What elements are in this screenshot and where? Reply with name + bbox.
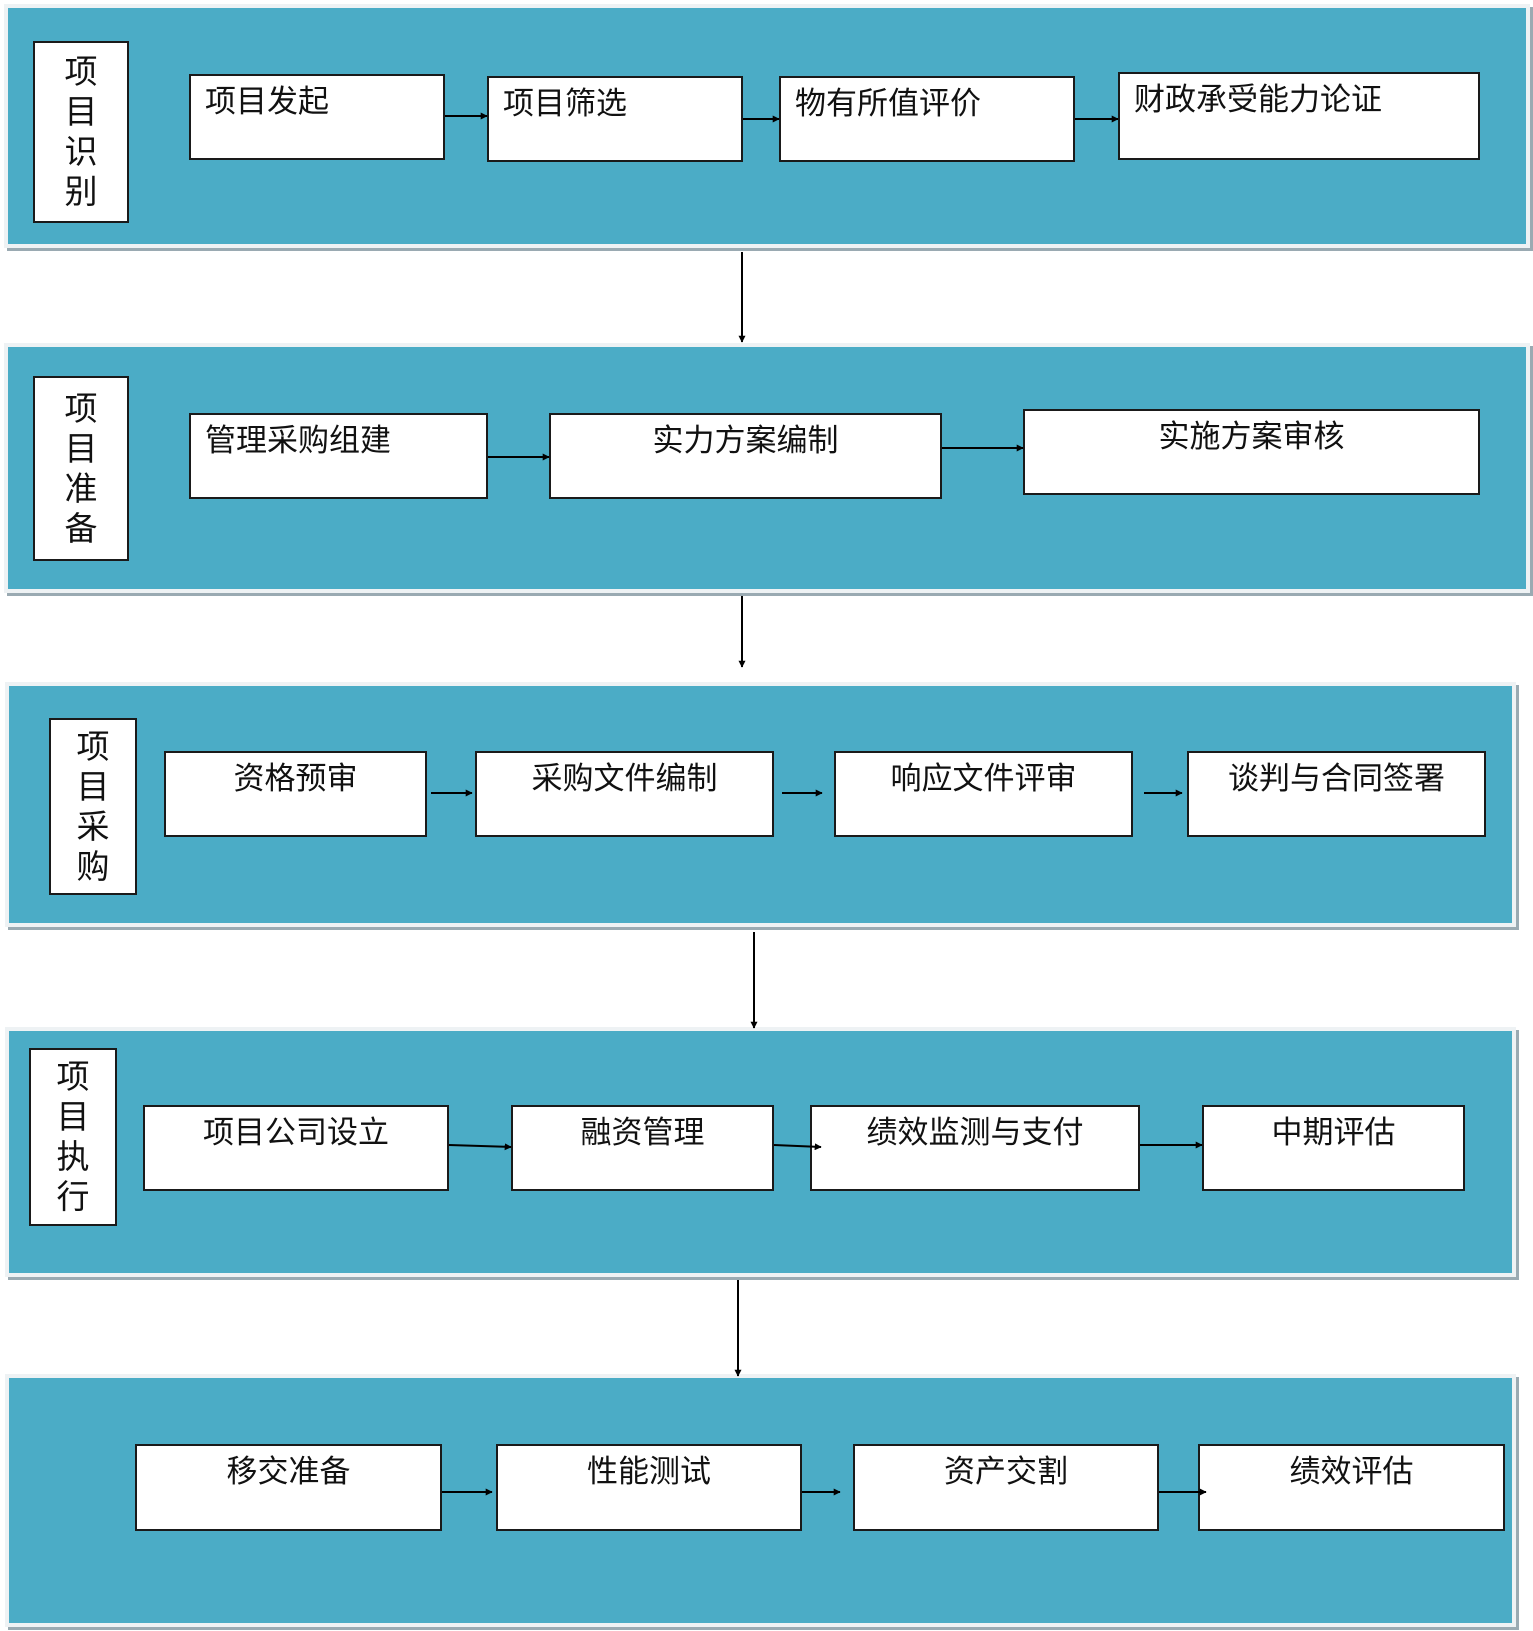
stage-label-char: 项 (76, 726, 110, 766)
step-financing-management: 融资管理 (511, 1105, 774, 1191)
stage-label-char: 购 (76, 846, 110, 886)
stage-label-char: 行 (56, 1177, 90, 1216)
step-response-review: 响应文件评审 (834, 751, 1133, 837)
stage-label-char: 备 (64, 508, 98, 548)
stage-label-preparation: 项目准备 (33, 376, 129, 561)
stage-label-char: 项 (64, 52, 98, 91)
step-transfer-preparation: 移交准备 (135, 1444, 442, 1531)
stage-label-char: 项 (56, 1057, 90, 1096)
step-project-initiation: 项目发起 (189, 74, 445, 160)
stage-label-identification: 项目识别 (33, 41, 129, 223)
step-performance-monitoring-payment: 绩效监测与支付 (810, 1105, 1140, 1191)
stage-label-char: 目 (64, 92, 98, 131)
step-procurement-team-setup: 管理采购组建 (189, 413, 488, 499)
step-performance-assessment: 绩效评估 (1198, 1444, 1505, 1531)
stage-label-char: 别 (64, 172, 98, 211)
step-company-establishment: 项目公司设立 (143, 1105, 449, 1191)
step-project-screening: 项目筛选 (487, 76, 743, 162)
step-plan-drafting: 实力方案编制 (549, 413, 942, 499)
arrow-financing-to-monitoring (773, 1143, 822, 1151)
step-asset-handover: 资产交割 (853, 1444, 1159, 1531)
stage-label-char: 目 (64, 428, 98, 468)
step-mid-term-evaluation: 中期评估 (1202, 1105, 1465, 1191)
stage-label-char: 目 (76, 766, 110, 806)
stage-label-char: 项 (64, 388, 98, 428)
step-plan-review: 实施方案审核 (1023, 409, 1480, 495)
step-performance-testing: 性能测试 (496, 1444, 802, 1531)
stage-label-char: 采 (76, 806, 110, 846)
stage-label-char: 准 (64, 468, 98, 508)
stage-label-char: 识 (64, 132, 98, 171)
stage-label-char: 目 (56, 1097, 90, 1136)
step-negotiation-signing: 谈判与合同签署 (1187, 751, 1486, 837)
step-value-for-money-evaluation: 物有所值评价 (779, 76, 1075, 162)
stage-label-char: 执 (56, 1137, 90, 1176)
stage-label-procurement: 项目采购 (49, 718, 137, 895)
step-procurement-docs: 采购文件编制 (475, 751, 774, 837)
step-fiscal-affordability: 财政承受能力论证 (1118, 72, 1480, 160)
arrow-company-to-financing (448, 1143, 512, 1151)
step-prequalification: 资格预审 (164, 751, 427, 837)
stage-label-execution: 项目执行 (29, 1048, 117, 1226)
